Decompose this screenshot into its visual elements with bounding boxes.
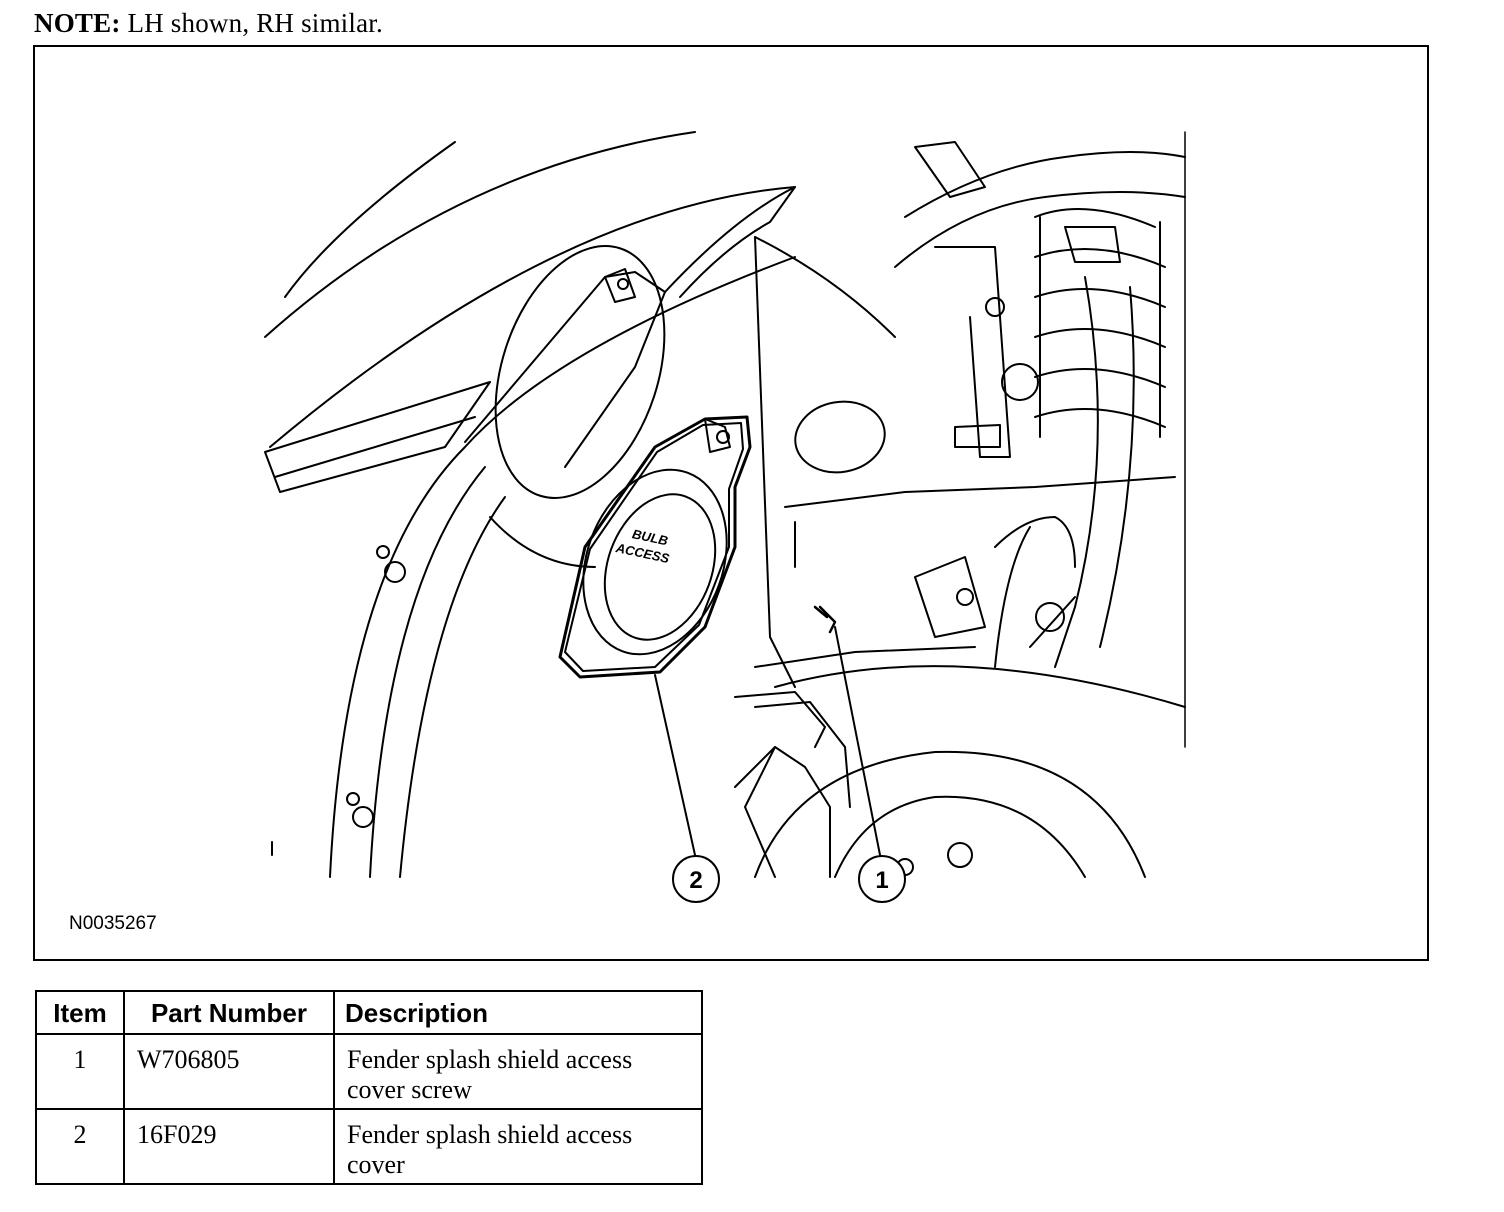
- table-row: 1 W706805 Fender splash shield access co…: [35, 1033, 703, 1110]
- upper-mount: [894, 151, 1186, 268]
- row-description-line: Fender splash shield access: [347, 1120, 633, 1149]
- callout-2: 2: [672, 855, 720, 903]
- brake-rotor: [754, 750, 1146, 878]
- access-cover-outline: [558, 415, 752, 679]
- row-item: 2: [35, 1108, 125, 1185]
- brake-caliper: [734, 746, 831, 878]
- strut-body: [1054, 276, 1135, 668]
- wheel-opening-arc-4: [399, 496, 506, 878]
- header-part-number: Part Number: [123, 990, 335, 1035]
- wheel-well-illustration: BULB ACCESS 2 1: [264, 131, 1186, 903]
- row-description-line: Fender splash shield access: [347, 1045, 633, 1074]
- callout-1: 1: [858, 855, 906, 903]
- bulb-access-boss: [582, 468, 728, 656]
- coil-spring-1: [1034, 208, 1156, 228]
- note-label: NOTE:: [34, 8, 121, 38]
- headlamp-tab: [264, 381, 491, 493]
- figure-id: N0035267: [69, 913, 157, 934]
- cover-lettering: BULB ACCESS: [614, 526, 671, 566]
- leader-line-2: [654, 674, 696, 856]
- parts-table: Item Part Number Description 1 W706805 F…: [35, 990, 703, 1185]
- fastener-lower: [352, 806, 374, 828]
- parts-table-header: Item Part Number Description: [35, 990, 703, 1035]
- fender-edge-outer: [264, 131, 696, 338]
- fastener-upper: [384, 561, 406, 583]
- row-part-number: W706805: [123, 1033, 335, 1110]
- table-row: 2 16F029 Fender splash shield access cov…: [35, 1108, 703, 1185]
- callout-1-label: 1: [875, 867, 888, 894]
- callout-2-label: 2: [689, 867, 702, 894]
- row-description-line: cover: [347, 1150, 405, 1179]
- wheel-opening-arc-3: [369, 466, 486, 878]
- row-description: Fender splash shield access cover screw: [333, 1033, 703, 1110]
- leader-line-1: [834, 626, 881, 856]
- row-description-line: cover screw: [347, 1075, 472, 1104]
- cover-text-line-1: BULB: [631, 526, 669, 548]
- row-item: 1: [35, 1033, 125, 1110]
- splash-shield-flange: [464, 271, 666, 468]
- row-part-number: 16F029: [123, 1108, 335, 1185]
- inner-panel-hole: [794, 400, 886, 474]
- header-item: Item: [35, 990, 125, 1035]
- note-line: NOTE: LH shown, RH similar.: [34, 8, 383, 39]
- brake-hose: [994, 516, 1076, 668]
- note-text: LH shown, RH similar.: [127, 8, 383, 38]
- fender-edge-upper: [284, 141, 456, 298]
- header-description: Description: [333, 990, 703, 1035]
- wheel-opening-arc-1: [269, 186, 796, 448]
- lamp-opening: [494, 245, 666, 499]
- retainer-screw: [813, 605, 837, 634]
- row-description: Fender splash shield access cover: [333, 1108, 703, 1185]
- wheel-opening-arc-2: [329, 256, 796, 878]
- illustration-frame: BULB ACCESS 2 1 N0035267: [33, 45, 1429, 961]
